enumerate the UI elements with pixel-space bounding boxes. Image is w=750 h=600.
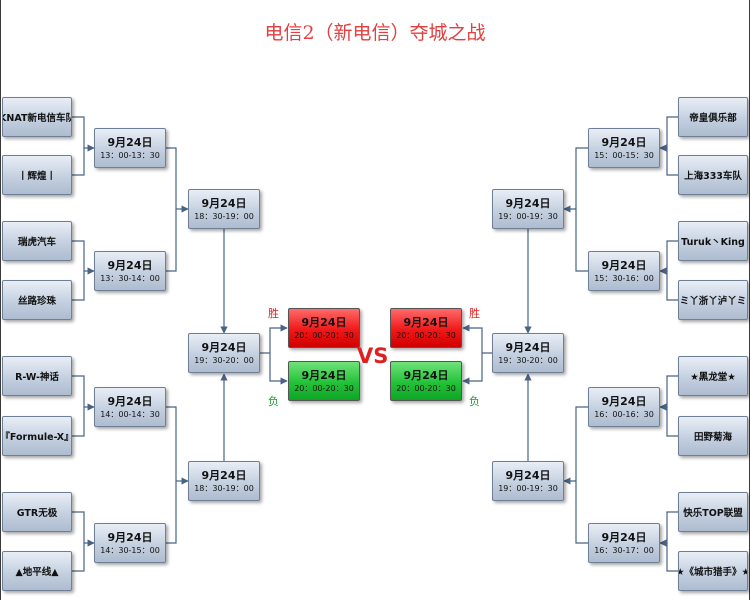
match-box-round2: 9月24日 19：00-19：30 xyxy=(492,461,564,501)
match-box-round1: 9月24日 16：00-16：30 xyxy=(588,387,660,427)
match-date: 9月24日 xyxy=(403,315,449,329)
team-box: ★黑龙堂★ xyxy=(678,356,748,396)
match-time: 19：30-20：00 xyxy=(194,355,254,365)
match-date: 9月24日 xyxy=(201,340,247,354)
match-time: 13：30-14：00 xyxy=(100,273,160,283)
match-date: 9月24日 xyxy=(201,196,247,210)
match-time: 15：00-15：30 xyxy=(594,150,654,160)
win-label-left: 胜 xyxy=(268,307,279,320)
final-winner-box-left: 9月24日 20：00-20：30 xyxy=(288,308,360,348)
match-time: 20：00-20：30 xyxy=(294,330,354,340)
bracket-title: 电信2（新电信）夺城之战 xyxy=(264,22,486,44)
match-date: 9月24日 xyxy=(107,258,153,272)
match-time: 16：30-17：00 xyxy=(594,545,654,555)
match-time: 19：00-19：30 xyxy=(498,483,558,493)
team-box: 瑞虎汽车 xyxy=(2,221,72,261)
match-date: 9月24日 xyxy=(601,135,647,149)
final-loser-box-right: 9月24日 20：00-20：30 xyxy=(390,361,462,401)
match-box-round2: 9月24日 18：30-19：00 xyxy=(188,189,260,229)
match-time: 16：00-16：30 xyxy=(594,409,654,419)
match-date: 9月24日 xyxy=(107,530,153,544)
match-time: 19：00-19：30 xyxy=(498,211,558,221)
team-box: GTR无极 xyxy=(2,492,72,532)
lose-label-right: 负 xyxy=(469,395,480,408)
team-box: 快乐TOP联盟 xyxy=(678,492,748,532)
win-label-right: 胜 xyxy=(469,307,480,320)
team-box: 丝路珍珠 xyxy=(2,280,72,320)
team-box: Turuk丶King xyxy=(678,221,748,261)
match-date: 9月24日 xyxy=(107,135,153,149)
match-box-round1: 9月24日 15：30-16：00 xyxy=(588,251,660,291)
team-box: 上海333车队 xyxy=(678,155,748,195)
match-box-round1: 9月24日 16：30-17：00 xyxy=(588,523,660,563)
match-time: 13：00-13：30 xyxy=(100,150,160,160)
match-time: 18：30-19：00 xyxy=(194,211,254,221)
team-box: 丨辉煌丨 xyxy=(2,155,72,195)
match-date: 9月24日 xyxy=(505,340,551,354)
match-box-semifinal: 9月24日 19：30-20：00 xyxy=(492,333,564,373)
match-time: 18：30-19：00 xyxy=(194,483,254,493)
match-date: 9月24日 xyxy=(601,258,647,272)
match-date: 9月24日 xyxy=(505,468,551,482)
vs-label: VS xyxy=(357,344,389,368)
team-box: 田野菊海 xyxy=(678,416,748,456)
match-box-round1: 9月24日 15：00-15：30 xyxy=(588,128,660,168)
match-box-semifinal: 9月24日 19：30-20：00 xyxy=(188,333,260,373)
match-date: 9月24日 xyxy=(201,468,247,482)
match-date: 9月24日 xyxy=(301,368,347,382)
match-date: 9月24日 xyxy=(301,315,347,329)
match-date: 9月24日 xyxy=(601,530,647,544)
team-box: R-W-神话 xyxy=(2,356,72,396)
team-box: ★《城市猎手》★ xyxy=(678,551,748,591)
team-box: ▲地平线▲ xyxy=(2,551,72,591)
match-box-round2: 9月24日 19：00-19：30 xyxy=(492,189,564,229)
final-loser-box-left: 9月24日 20：00-20：30 xyxy=(288,361,360,401)
match-time: 20：00-20：30 xyxy=(294,383,354,393)
team-box: 『Formule-X』 xyxy=(2,416,72,456)
match-box-round1: 9月24日 13：30-14：00 xyxy=(94,251,166,291)
match-time: 20：00-20：30 xyxy=(396,383,456,393)
match-box-round1: 9月24日 14：30-15：00 xyxy=(94,523,166,563)
match-time: 14：00-14：30 xyxy=(100,409,160,419)
match-box-round1: 9月24日 13：00-13：30 xyxy=(94,128,166,168)
left-frame-edge xyxy=(0,0,1,600)
match-box-round1: 9月24日 14：00-14：30 xyxy=(94,387,166,427)
match-time: 20：00-20：30 xyxy=(396,330,456,340)
team-box: 帝皇俱乐部 xyxy=(678,97,748,137)
final-winner-box-right: 9月24日 20：00-20：30 xyxy=(390,308,462,348)
team-box: KNAT新电信车队 xyxy=(2,97,72,137)
match-time: 19：30-20：00 xyxy=(498,355,558,365)
match-time: 15：30-16：00 xyxy=(594,273,654,283)
match-date: 9月24日 xyxy=(107,394,153,408)
lose-label-left: 负 xyxy=(268,395,279,408)
team-box: ミ丫浙丫泸丫ミ xyxy=(678,280,748,320)
match-box-round2: 9月24日 18：30-19：00 xyxy=(188,461,260,501)
match-date: 9月24日 xyxy=(403,368,449,382)
match-time: 14：30-15：00 xyxy=(100,545,160,555)
match-date: 9月24日 xyxy=(601,394,647,408)
match-date: 9月24日 xyxy=(505,196,551,210)
